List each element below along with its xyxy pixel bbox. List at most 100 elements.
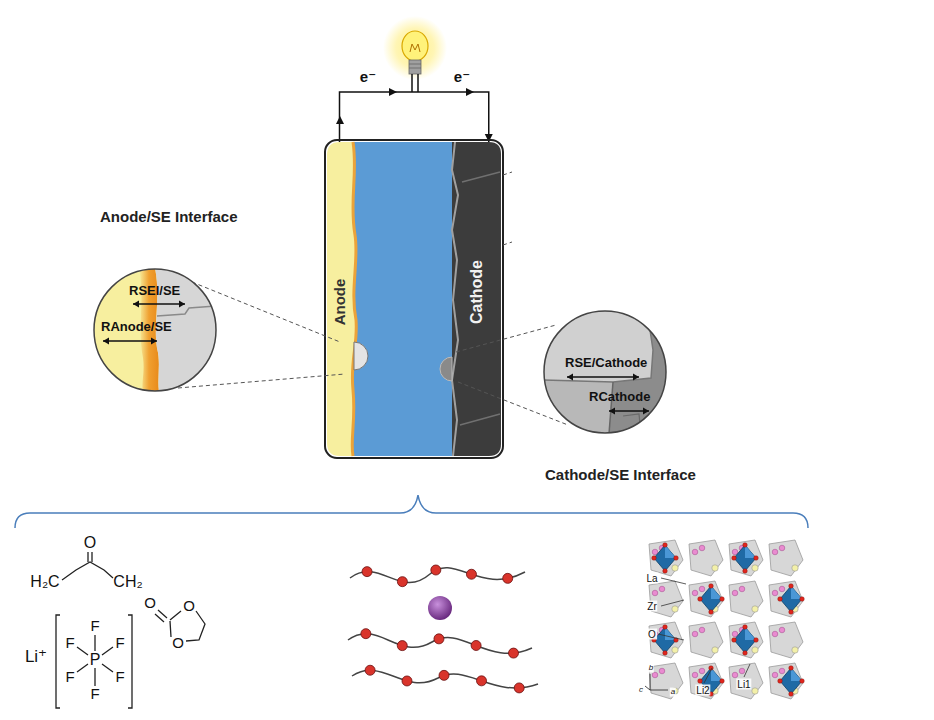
liquid-electrolyte-structures [62, 562, 113, 580]
axis-symbol [645, 674, 668, 690]
garnet-crystal-structure [772, 549, 778, 555]
axis-label: a [670, 688, 676, 697]
garnet-crystal-structure [659, 586, 665, 592]
garnet-crystal-structure [665, 545, 676, 558]
garnet-crystal-structure [789, 692, 794, 697]
garnet-crystal-structure [792, 565, 798, 571]
garnet-crystal-structure [649, 622, 683, 658]
crystal-label: Li1 [736, 679, 751, 690]
cathode-interface-zoom [543, 310, 667, 434]
garnet-crystal-structure [729, 622, 763, 658]
garnet-crystal-structure [720, 679, 725, 684]
garnet-crystal-structure [778, 679, 783, 684]
polymer-chains [503, 573, 513, 583]
interface-zoom-circle: RSE/CathodeRCathodeCathode/SE Interface [543, 310, 667, 434]
garnet-crystal-structure [692, 672, 698, 678]
garnet-crystal-structure [709, 584, 714, 589]
crystal-label: Li2 [695, 685, 710, 696]
garnet-crystal-structure [743, 569, 748, 574]
crystal-label: La [645, 573, 658, 584]
garnet-crystal-structure [712, 565, 718, 571]
battery-cell [352, 142, 356, 456]
garnet-crystal-structure [729, 540, 763, 576]
circuit-wire [340, 92, 489, 142]
wire-arrows [336, 116, 344, 124]
zoom-lines [178, 374, 345, 388]
zoom-lines [503, 172, 512, 175]
garnet-crystal-structure [689, 581, 723, 617]
garnet-crystal-structure [789, 584, 794, 589]
garnet-crystal-structure [652, 556, 657, 561]
garnet-crystal-structure [659, 668, 665, 674]
garnet-crystal-structure [754, 556, 759, 561]
crystal-label: O [647, 629, 657, 640]
light-bulb [417, 74, 419, 92]
garnet-crystal-structure [734, 627, 756, 653]
garnet-crystal-structure [692, 549, 698, 555]
anode-interface-zoom [94, 269, 216, 391]
garnet-crystal-structure [649, 540, 683, 576]
wire-arrows [389, 88, 397, 96]
garnet-crystal-structure [769, 622, 803, 658]
polymer-chains [397, 577, 407, 587]
polymer-chains [434, 634, 444, 644]
polymer-chains [402, 676, 412, 686]
cathode-layer: Cathode [452, 142, 501, 456]
atom-label: O [172, 635, 184, 652]
atom-label: F [65, 635, 74, 652]
axis-symbol [645, 686, 650, 690]
garnet-crystal-structure [780, 668, 802, 694]
liquid-electrolyte-structures [77, 635, 113, 686]
garnet-crystal-structure [752, 565, 758, 571]
battery-cell [350, 142, 454, 456]
atom-label: F [115, 669, 124, 686]
polymer-chains [466, 569, 476, 579]
garnet-crystal-structure [689, 663, 723, 699]
garnet-crystal-structure [698, 679, 703, 684]
crystal-leader-lines [658, 634, 684, 640]
curly-bracket [15, 495, 808, 528]
light-bulb [409, 60, 421, 74]
garnet-crystal-structure [663, 569, 668, 574]
anode-label: Anode [331, 279, 348, 326]
garnet-crystal-structure [674, 556, 679, 561]
crystal-leader-lines [661, 600, 684, 606]
resistance-label: RSE/Cathode [565, 356, 647, 371]
resistance-label: RCathode [589, 390, 650, 405]
garnet-crystal-structure [800, 679, 805, 684]
garnet-crystal-structure [743, 543, 748, 548]
garnet-crystal-structure [663, 625, 668, 630]
crystal-leader-lines [658, 578, 750, 683]
garnet-crystal-structure [663, 543, 668, 548]
garnet-crystal-structure [729, 581, 763, 617]
garnet-crystal-structure [791, 668, 802, 681]
light-bulb [402, 31, 428, 61]
light-bulb [410, 44, 420, 52]
light-bulb [409, 64, 421, 65]
garnet-crystal-structure [739, 668, 745, 674]
battery-cell [440, 357, 452, 381]
battery-cell [452, 142, 458, 456]
atom-label: F [115, 635, 124, 652]
garnet-crystal-structure [689, 622, 723, 658]
liquid-electrolyte-structures [56, 552, 205, 708]
garnet-crystal-structure [698, 597, 703, 602]
garnet-crystal-structure [752, 688, 758, 694]
atom-label: F [90, 686, 99, 703]
anode-interface-zoom [157, 306, 217, 316]
ion-label: Li⁺ [25, 648, 47, 667]
polymer-chains [477, 676, 487, 686]
axis-label: c [638, 686, 644, 695]
garnet-crystal-structure [699, 627, 705, 633]
anode-interface-zoom [93, 268, 217, 392]
cathode-interface-zoom [543, 310, 653, 382]
garnet-crystal-structure [752, 647, 758, 653]
garnet-crystal-structure [652, 672, 658, 678]
garnet-crystal-structure [779, 586, 785, 592]
cathode-interface-zoom [543, 310, 667, 434]
anode-layer: Anode [327, 142, 352, 456]
garnet-crystal-structure [780, 586, 802, 612]
polymer-chains [431, 565, 441, 575]
garnet-crystal-structure [699, 668, 705, 674]
